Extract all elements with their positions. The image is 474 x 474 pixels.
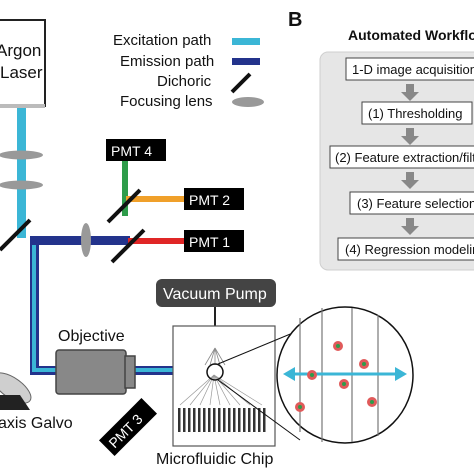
- workflow-step-label: (1) Thresholding: [368, 106, 462, 121]
- dichroic-icon: [110, 228, 146, 264]
- panel-b-title: Automated Workflo: [348, 27, 474, 43]
- legend-excitation-label: Excitation path: [113, 32, 211, 49]
- dichroic-icon: [0, 218, 32, 252]
- legend-lens-icon: [232, 97, 264, 107]
- emission-beam-horizontal-top: [30, 236, 130, 245]
- pmt2-detector: PMT 2: [184, 188, 244, 210]
- laser-label-line2: Laser: [0, 63, 43, 82]
- workflow-step-box: [329, 145, 474, 169]
- panel-b: B Automated Workflo 1-D image acquisitio…: [288, 9, 474, 271]
- legend-lens-label: Focusing lens: [120, 93, 213, 110]
- pmt3-detector: PMT 3: [99, 398, 157, 456]
- pmt1-fiber: [128, 238, 184, 244]
- pmt4-detector: PMT 4: [106, 139, 166, 161]
- pmt2-label: PMT 2: [189, 192, 230, 208]
- legend-dichroic-icon: [230, 72, 252, 94]
- legend-emission-swatch: [232, 58, 260, 65]
- legend-excitation-swatch: [232, 38, 260, 45]
- focusing-lens-icon: [81, 223, 91, 257]
- excitation-beam-inner-vertical: [32, 245, 36, 370]
- zoom-line-top: [217, 329, 301, 365]
- pmt4-fiber: [122, 158, 128, 216]
- legend-emission-label: Emission path: [120, 53, 214, 70]
- workflow-step-label: (3) Feature selection: [357, 196, 474, 211]
- legend-dichroic-label: Dichoric: [157, 73, 212, 90]
- cell-markers: [295, 341, 377, 412]
- objective-label: Objective: [58, 328, 125, 345]
- laser-label-line1: Argon: [0, 41, 41, 60]
- focusing-lens-icon: [0, 150, 43, 160]
- down-arrow-icon: [401, 218, 419, 235]
- pmt2-fiber: [126, 196, 184, 202]
- vacuum-pump: Vacuum Pump: [156, 279, 276, 349]
- workflow-step-label: 1-D image acquisition: [352, 62, 474, 77]
- microfluidic-chip: Microfluidic Chip: [156, 325, 276, 468]
- chip-label: Microfluidic Chip: [156, 451, 273, 468]
- argon-laser: Argon Laser: [0, 19, 46, 108]
- down-arrow-icon: [401, 84, 419, 101]
- down-arrow-icon: [401, 172, 419, 189]
- workflow-step-box: [361, 101, 473, 125]
- workflow-step-label: (4) Regression modeling: [345, 242, 474, 257]
- workflow-step-box: [345, 57, 474, 81]
- pmt1-label: PMT 1: [189, 234, 230, 250]
- excitation-beam-vertical: [17, 108, 26, 238]
- workflow-step-label: (2) Feature extraction/filte: [335, 150, 474, 165]
- dichroic-icon: [106, 188, 142, 224]
- objective-lens: Objective: [55, 328, 136, 395]
- legend: Excitation path Emission path Dichoric F…: [113, 32, 264, 110]
- vacuum-pump-label: Vacuum Pump: [163, 286, 267, 303]
- panel-b-letter: B: [288, 9, 302, 31]
- focusing-lens-icon: [0, 180, 43, 190]
- pmt1-detector: PMT 1: [184, 230, 244, 252]
- workflow-step-box: [337, 237, 474, 261]
- galvo-mirror: axis Galvo: [0, 372, 73, 432]
- galvo-label: axis Galvo: [0, 415, 73, 432]
- workflow-step-box: [349, 191, 474, 215]
- zoom-line-bottom: [217, 379, 301, 441]
- down-arrow-icon: [401, 128, 419, 145]
- magnified-channel-view: [276, 306, 414, 444]
- pmt4-label: PMT 4: [111, 143, 152, 159]
